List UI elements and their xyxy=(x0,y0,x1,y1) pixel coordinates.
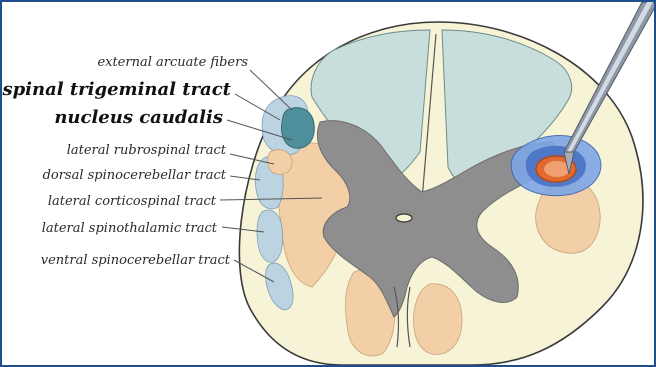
lateral-spinothalamic-tract-region xyxy=(257,210,283,262)
label-lateral-rubrospinal-tract: lateral rubrospinal tract xyxy=(67,143,227,158)
label-dorsal-spinocerebellar-tract: dorsal spinocerebellar tract xyxy=(43,168,227,183)
label-nucleus-caudalis: nucleus caudalis xyxy=(54,107,223,128)
label-spinal-trigeminal-tract: spinal trigeminal tract xyxy=(2,79,232,100)
central-canal xyxy=(396,214,412,222)
label-ventral-spinocerebellar-tract: ventral spinocerebellar tract xyxy=(41,253,231,268)
lateral-rubrospinal-tract-region xyxy=(268,150,293,175)
label-external-arcuate-fibers: external arcuate fibers xyxy=(97,55,248,70)
nucleus-caudalis-region xyxy=(282,108,315,149)
label-lateral-spinothalamic-tract: lateral spinothalamic tract xyxy=(42,221,218,236)
ventral-tract-right xyxy=(414,284,462,355)
label-lateral-corticospinal-tract: lateral corticospinal tract xyxy=(48,194,217,209)
